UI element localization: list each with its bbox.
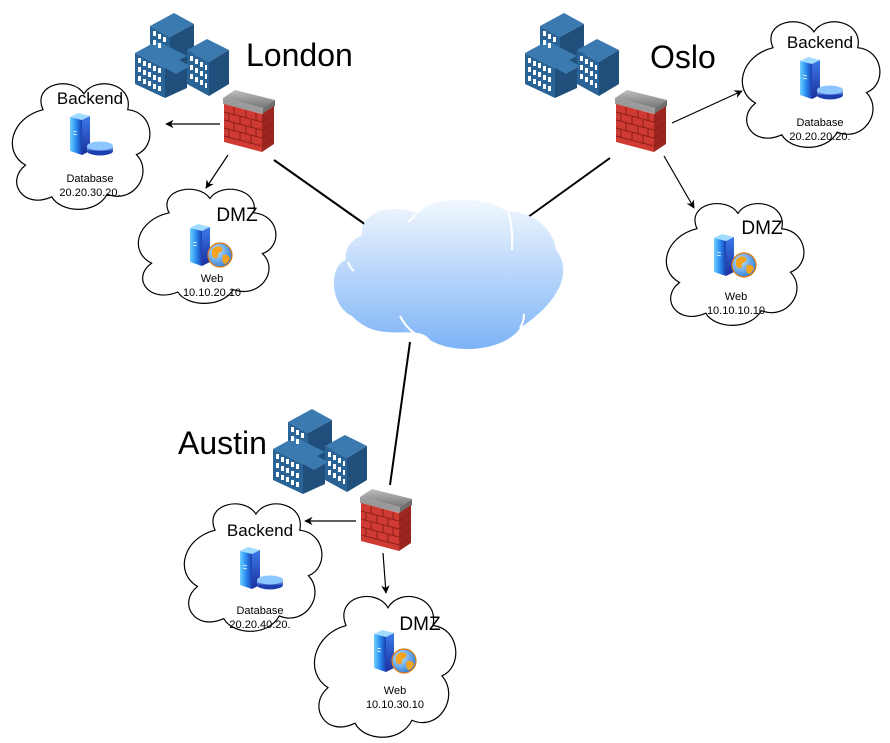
buildings-icon: [525, 13, 619, 98]
node-type: Database: [796, 117, 843, 129]
zone-label: DMZ: [216, 205, 258, 226]
node-ip: 10.10.30.10: [366, 699, 424, 711]
link-oslo-internet: [523, 157, 611, 221]
internet-cloud[interactable]: [333, 199, 564, 350]
zone-oslo-backend[interactable]: Backend Database 20.20.20.20.: [741, 20, 881, 148]
node-ip: 20.20.40.20.: [229, 619, 290, 631]
zone-london-dmz[interactable]: DMZ Web 10.10.20.10: [137, 188, 277, 304]
buildings-icon: [273, 409, 367, 494]
site-austin: Austin Backend Database 20.20.40.20. DMZ…: [178, 409, 457, 738]
node-type: Web: [201, 273, 223, 285]
firewall-icon[interactable]: [359, 488, 413, 552]
site-label-oslo: Oslo: [650, 39, 716, 75]
node-type: Database: [66, 173, 113, 185]
site-label-london: London: [246, 37, 353, 73]
node-ip: 10.10.10.10: [707, 305, 765, 317]
arrow-oslo-dmz: [663, 155, 695, 209]
arrow-austin-dmz: [381, 552, 390, 594]
node-ip: 20.20.20.20.: [789, 131, 850, 143]
buildings-icon: [135, 13, 229, 98]
node-ip: 10.10.20.10: [183, 287, 241, 299]
zone-austin-backend[interactable]: Backend Database 20.20.40.20.: [183, 502, 323, 632]
zone-label: DMZ: [741, 218, 783, 239]
zone-label: Backend: [57, 89, 123, 108]
link-austin-internet: [389, 341, 411, 486]
node-type: Database: [236, 605, 283, 617]
site-label-austin: Austin: [178, 425, 267, 461]
node-ip: 20.20.30.20.: [59, 187, 120, 199]
links: [165, 90, 743, 594]
arrow-london-dmz: [205, 154, 229, 189]
cloud-icon: [333, 199, 564, 350]
site-oslo: Oslo Backend Database 20.20.20.20. DMZ W…: [525, 13, 881, 326]
zone-label: Backend: [787, 33, 853, 52]
node-type: Web: [384, 685, 406, 697]
zone-london-backend[interactable]: Backend Database 20.20.30.20.: [11, 82, 151, 210]
zone-austin-dmz[interactable]: DMZ Web 10.10.30.10: [313, 595, 457, 738]
zone-oslo-dmz[interactable]: DMZ Web 10.10.10.10: [665, 202, 805, 326]
link-london-internet: [273, 159, 367, 226]
node-type: Web: [725, 291, 747, 303]
firewall-icon[interactable]: [222, 89, 276, 153]
arrow-oslo-backend: [671, 90, 743, 124]
firewall-icon[interactable]: [614, 89, 668, 153]
zone-label: DMZ: [399, 614, 441, 635]
zone-label: Backend: [227, 521, 293, 540]
site-london: London Backend Database 20.20.30.20. DMZ…: [11, 13, 353, 304]
